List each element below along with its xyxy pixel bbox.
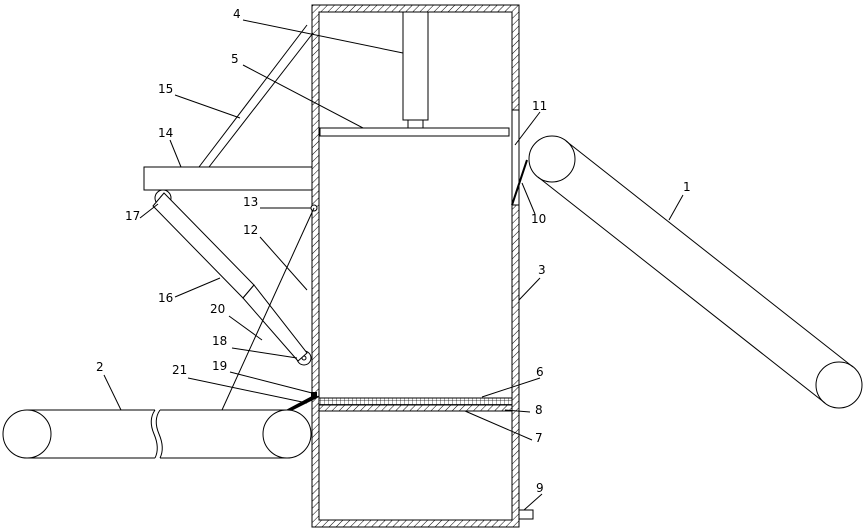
label-9: 9 bbox=[536, 481, 544, 495]
label-17: 17 bbox=[125, 209, 140, 223]
side-arm bbox=[143, 166, 313, 191]
label-14: 14 bbox=[158, 126, 173, 140]
scraper-link bbox=[221, 207, 315, 411]
label-13: 13 bbox=[243, 195, 258, 209]
telescopic-cylinder bbox=[152, 192, 308, 362]
brace bbox=[198, 24, 314, 168]
support-plate bbox=[318, 404, 513, 412]
pressing-plate bbox=[319, 127, 510, 137]
label-1: 1 bbox=[683, 180, 691, 194]
filter-screen bbox=[318, 397, 513, 406]
label-7: 7 bbox=[535, 431, 543, 445]
label-19: 19 bbox=[212, 359, 227, 373]
label-3: 3 bbox=[538, 263, 546, 277]
label-11: 11 bbox=[532, 99, 547, 113]
inclined-conveyor bbox=[528, 135, 863, 409]
label-4: 4 bbox=[233, 7, 241, 21]
label-16: 16 bbox=[158, 291, 173, 305]
label-6: 6 bbox=[536, 365, 544, 379]
label-18: 18 bbox=[212, 334, 227, 348]
cylinder bbox=[402, 11, 429, 129]
label-15: 15 bbox=[158, 82, 173, 96]
label-10: 10 bbox=[531, 212, 546, 226]
feed-door bbox=[511, 109, 528, 206]
label-20: 20 bbox=[210, 302, 225, 316]
label-21: 21 bbox=[172, 363, 187, 377]
label-12: 12 bbox=[243, 223, 258, 237]
horizontal-conveyor bbox=[2, 409, 312, 459]
label-2: 2 bbox=[96, 360, 104, 374]
leader-lines bbox=[103, 19, 684, 511]
label-5: 5 bbox=[231, 52, 239, 66]
label-8: 8 bbox=[535, 403, 543, 417]
outlet-pipe bbox=[518, 509, 534, 520]
